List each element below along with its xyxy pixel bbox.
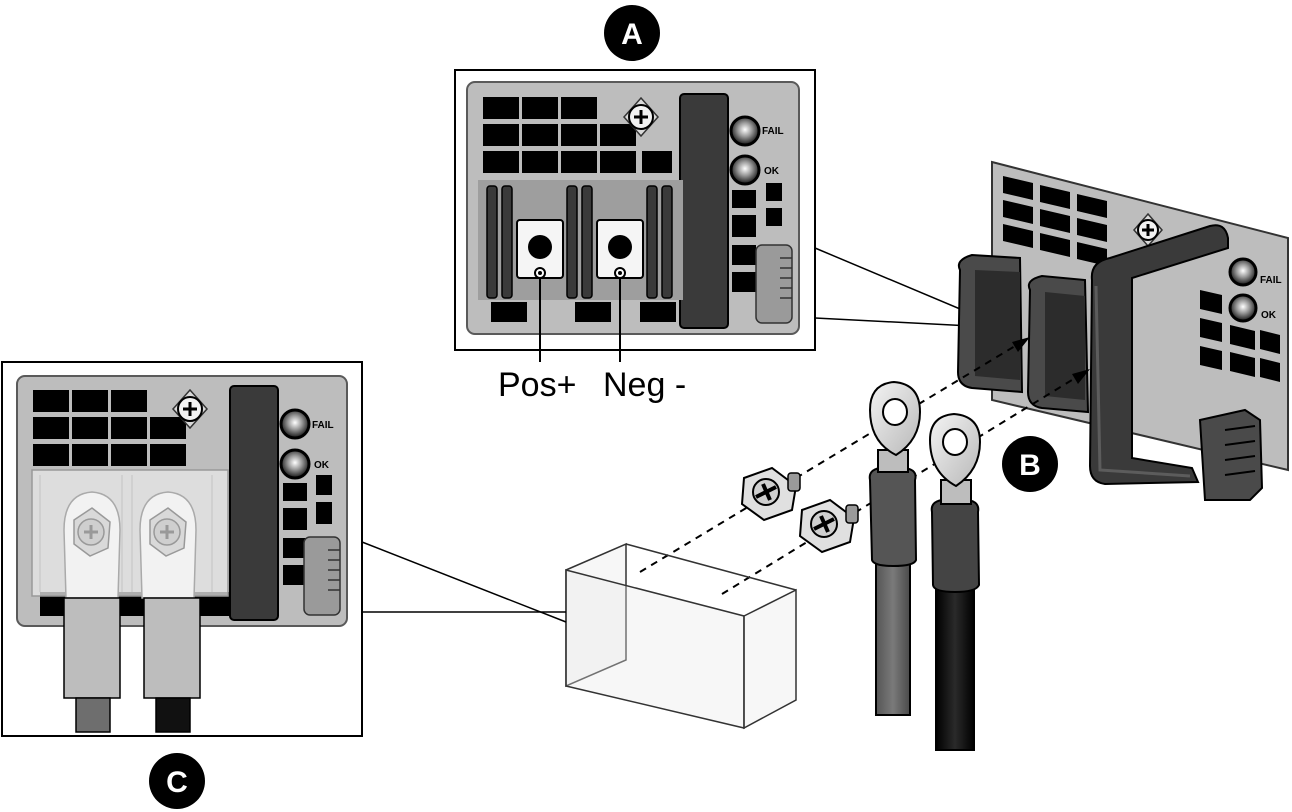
psu-3d-view: FAIL OK — [956, 160, 1289, 501]
fail-led-label-c: FAIL — [312, 420, 334, 431]
fail-led-label-3d: FAIL — [1260, 275, 1282, 286]
fail-led-label: FAIL — [762, 126, 784, 137]
terminal-negative — [596, 219, 644, 279]
terminal-positive — [516, 219, 564, 279]
ok-led-label-3d: OK — [1261, 310, 1277, 321]
callout-a-letter: A — [621, 18, 643, 51]
release-latch — [755, 244, 793, 324]
negative-terminal-label: Neg - — [603, 366, 686, 404]
ok-led-label: OK — [764, 166, 780, 177]
installed-lug-positive — [63, 491, 121, 599]
positive-terminal-label: Pos+ — [498, 366, 576, 404]
fail-led-icon — [729, 115, 761, 147]
terminal-screw-icon — [740, 466, 801, 522]
detail-c-inset: FAIL OK — [1, 361, 567, 737]
positive-cable — [868, 380, 922, 716]
callout-c-badge: C — [149, 753, 205, 809]
ok-led-icon — [729, 154, 761, 186]
callout-b-badge: B — [1002, 436, 1058, 492]
installed-lug-negative — [139, 491, 197, 599]
negative-cable — [928, 412, 982, 751]
callout-b-letter: B — [1019, 449, 1041, 482]
detail-a-inset: FAIL OK — [454, 69, 1011, 362]
terminal-screw-icon — [798, 498, 859, 554]
callout-c-letter: C — [166, 766, 188, 799]
callout-a-badge: A — [604, 5, 660, 61]
ground-screw-icon — [622, 96, 660, 138]
vent-grid — [483, 97, 782, 322]
terminal-cover — [565, 542, 797, 730]
arrow-head-icon — [1012, 337, 1030, 352]
ok-led-label-c: OK — [314, 460, 330, 471]
arrow-head-icon — [1072, 369, 1090, 384]
